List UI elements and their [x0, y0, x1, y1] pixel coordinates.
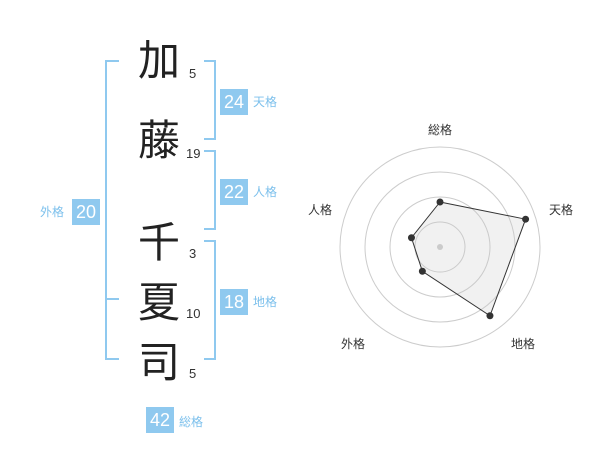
stroke-count-1: 5 [189, 66, 197, 81]
radar-polygon [410, 201, 527, 317]
tenkaku-value: 24 [220, 89, 248, 115]
radar-point-3 [418, 267, 426, 275]
radar-ring-4 [339, 146, 541, 348]
radar-point-4 [407, 234, 415, 242]
chikaku-value: 18 [220, 289, 248, 315]
radar-point-2 [486, 312, 494, 320]
soukaku-value: 42 [146, 407, 174, 433]
radar-point-1 [522, 215, 530, 223]
jinkaku-label: 人格 [253, 185, 278, 199]
name-char-2: 藤 [138, 116, 181, 165]
radar-axis-label-soukaku: 総格 [428, 123, 453, 137]
chikaku-label: 地格 [253, 295, 278, 309]
radar-point-0 [436, 198, 444, 206]
radar-center [437, 244, 443, 250]
chikaku-bracket [204, 240, 216, 360]
name-char-1: 加 [138, 36, 181, 85]
jinkaku-value: 22 [220, 179, 248, 205]
stroke-count-4: 10 [186, 306, 201, 321]
name-char-5: 司 [138, 338, 181, 387]
jinkaku-bracket [204, 150, 216, 230]
tenkaku-bracket [204, 60, 216, 140]
stroke-count-3: 3 [189, 246, 197, 261]
name-char-4: 夏 [138, 278, 181, 327]
stroke-count-2: 19 [186, 146, 201, 161]
stroke-count-5: 5 [189, 366, 197, 381]
radar-axis-label-tenkaku: 天格 [549, 203, 574, 217]
gaikaku-bracket [105, 60, 119, 360]
radar-axis-label-chikaku: 地格 [511, 337, 536, 351]
soukaku-label: 総格 [179, 415, 204, 429]
gaikaku-bracket-tick [105, 298, 119, 300]
radar-axis-label-jinkaku: 人格 [308, 203, 333, 217]
radar-axis-label-gaikaku: 外格 [341, 337, 366, 351]
gaikaku-value: 20 [72, 199, 100, 225]
tenkaku-label: 天格 [253, 95, 278, 109]
gaikaku-label: 外格 [40, 205, 65, 219]
name-char-3: 千 [138, 218, 181, 267]
radar-ring-2 [389, 196, 491, 298]
